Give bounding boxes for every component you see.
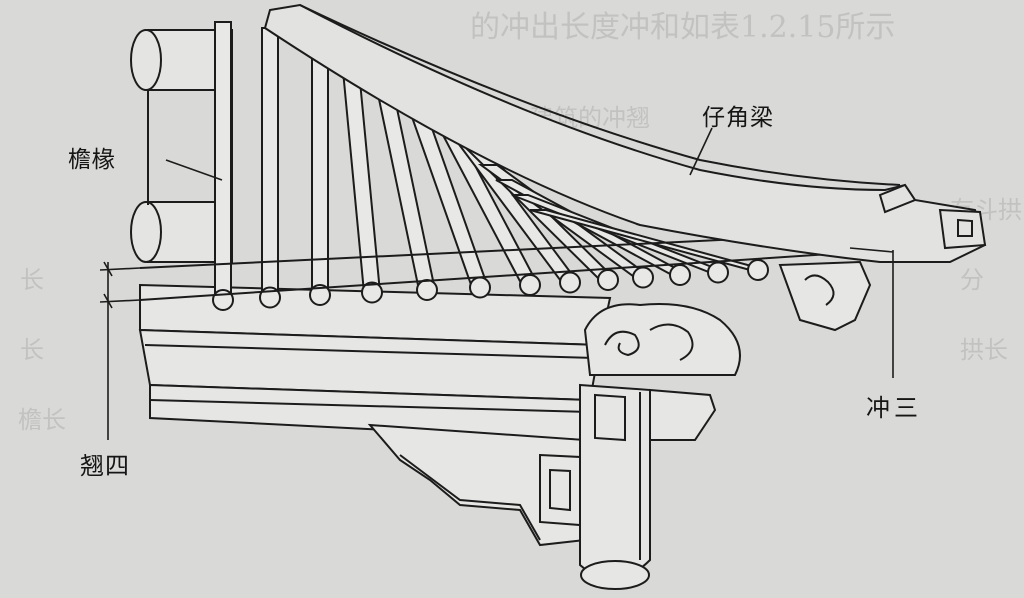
rafter-end [559, 271, 581, 294]
leader-lines [99, 127, 894, 440]
rafter-end [519, 274, 541, 296]
label-qiao-si: 翘四 [80, 452, 130, 480]
purlin-end [130, 29, 162, 91]
faded-background-text: 檐长 [18, 406, 66, 434]
rafter [261, 27, 279, 299]
rafter-end [361, 281, 383, 304]
beam-edge-line [144, 344, 596, 359]
rafter [311, 32, 329, 296]
rafter [214, 21, 232, 301]
leader-qiao-si-ticks [99, 267, 141, 303]
rafter-end [469, 276, 491, 299]
corner-beam-edge [299, 4, 901, 186]
bracket-block [539, 453, 581, 527]
leader-qiao-si-marks [103, 261, 113, 309]
corner-beam-tip [878, 183, 917, 214]
corner-bracket-scroll [804, 274, 835, 306]
purlin-end [130, 201, 162, 263]
beam-structure [138, 260, 872, 590]
faded-background-text: 长 [20, 266, 44, 294]
column-block [594, 393, 626, 442]
rafter-end [669, 264, 691, 286]
beam-edge-line [149, 399, 591, 413]
corner-bracket [778, 260, 872, 332]
cloud-scroll [649, 323, 694, 361]
cloud-scroll [604, 330, 640, 357]
label-eave-rafter: 檐椽 [68, 147, 116, 173]
corner-beam [263, 3, 987, 263]
rafter-group [139, 21, 891, 311]
rafter-end [309, 284, 331, 306]
corner-beam-head [938, 208, 987, 250]
beam-head [649, 388, 717, 441]
purlin-logs [130, 29, 233, 263]
rafter-end [632, 266, 654, 289]
faded-background-text: 的冲出长度冲和如表1.2.15所示 [470, 10, 896, 45]
faded-background-text: 长 [20, 336, 44, 364]
rafter-end [707, 261, 729, 284]
cloud-bracket [583, 303, 741, 376]
rafter-end [597, 269, 619, 291]
corner-beam-head-inner [957, 218, 973, 237]
rafter-end [416, 279, 438, 301]
leader-chong-san-tick [849, 247, 894, 253]
faded-background-text: 拱长 [960, 336, 1008, 364]
label-corner-beam: 仔角梁 [702, 105, 774, 131]
label-chong-san: 冲三 [866, 394, 922, 422]
leader-corner-beam [689, 127, 713, 176]
eave-purlin-line [139, 249, 891, 301]
bracket-curve [399, 454, 541, 541]
bracket-block-inner [549, 468, 571, 512]
leader-eave-rafter [165, 159, 223, 181]
rafter-end [747, 259, 769, 281]
column-base [580, 560, 650, 590]
faded-background-text: 分 [960, 266, 984, 294]
